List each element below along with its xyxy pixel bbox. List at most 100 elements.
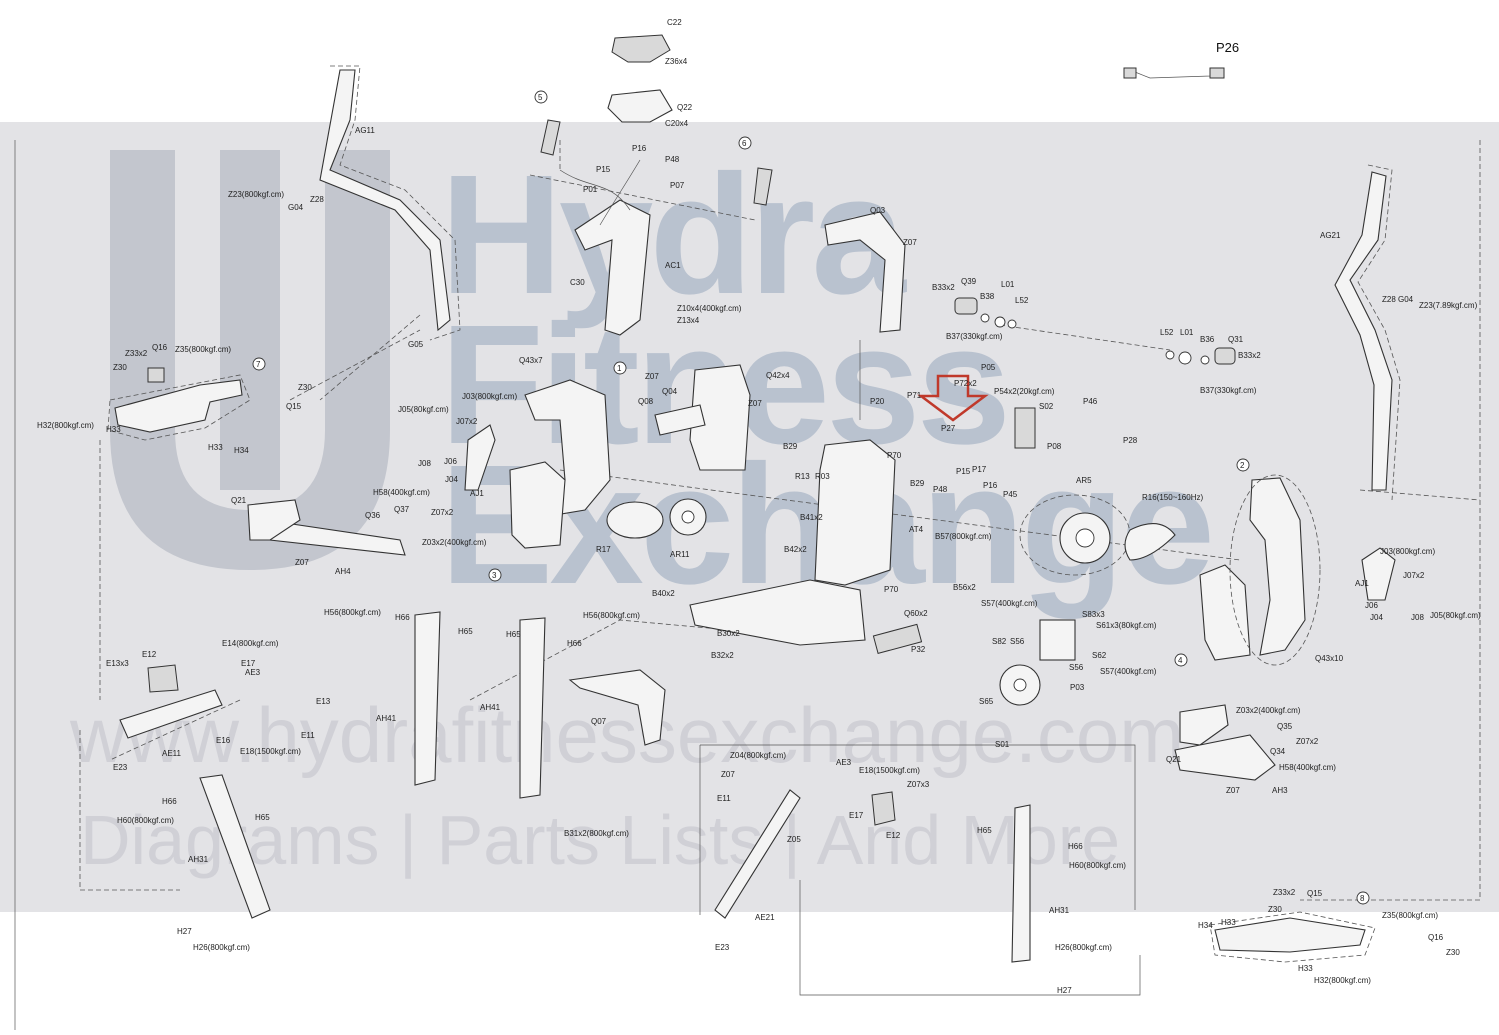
part-label: J03(800kgf.cm) (1380, 547, 1435, 556)
part-label: E12 (142, 650, 157, 659)
part-label: G04 (288, 203, 304, 212)
part-label: P32 (911, 645, 926, 654)
part-label: H32(800kgf.cm) (1314, 976, 1371, 985)
part-label: P15 (956, 467, 971, 476)
part-label: E14(800kgf.cm) (222, 639, 279, 648)
part-label: P27 (941, 424, 956, 433)
part-label: Q43x10 (1315, 654, 1344, 663)
callout-4: 4 (1178, 656, 1183, 665)
lower-arm-ah31-right (1011, 804, 1031, 963)
part-label: AH3 (1272, 786, 1288, 795)
part-label: Z07 (1226, 786, 1240, 795)
part-label: R13 (795, 472, 810, 481)
lower-arm-ah31-left (199, 774, 271, 919)
part-label: C20x4 (665, 119, 689, 128)
part-label: Q16 (1428, 933, 1444, 942)
part-label: Q22 (677, 103, 693, 112)
part-label: P45 (1003, 490, 1018, 499)
part-label: P17 (972, 465, 987, 474)
part-label: AR5 (1076, 476, 1092, 485)
cap-e12-right (871, 791, 896, 826)
callout-2: 2 (1240, 461, 1245, 470)
part-label: H33 (1298, 964, 1313, 973)
part-label: Z28 (1382, 295, 1396, 304)
part-label: P26 (1216, 40, 1239, 55)
cap-e12-left (147, 664, 179, 693)
part-label: P48 (933, 485, 948, 494)
part-label: AJ1 (470, 489, 484, 498)
part-label: E13 (316, 697, 331, 706)
part-label: J07x2 (1403, 571, 1425, 580)
part-label: H65 (458, 627, 473, 636)
part-label: AH41 (376, 714, 397, 723)
part-label: S02 (1039, 402, 1054, 411)
part-label: G04 (1398, 295, 1414, 304)
part-label: Q60x2 (904, 609, 928, 618)
part-label: Z03x2(400kgf.cm) (1236, 706, 1301, 715)
part-label: H56(800kgf.cm) (583, 611, 640, 620)
pedal-left (114, 379, 243, 433)
part-label: H60(800kgf.cm) (1069, 861, 1126, 870)
part-label: S56 (1069, 663, 1084, 672)
part-label: H65 (506, 630, 521, 639)
callout-6: 6 (742, 139, 747, 148)
rear-cover-q07 (568, 669, 666, 746)
part-label: P48 (665, 155, 680, 164)
part-label: S56 (1010, 637, 1025, 646)
part-label: Q35 (1277, 722, 1293, 731)
part-label: J06 (1365, 601, 1378, 610)
part-label: B29 (783, 442, 798, 451)
part-label: Q04 (662, 387, 678, 396)
part-label: L01 (1180, 328, 1194, 337)
part-label: P03 (1070, 683, 1085, 692)
part-label: Z07 (295, 558, 309, 567)
console-cover-c22 (611, 34, 671, 63)
part-label: S61x3(80kgf.cm) (1096, 621, 1157, 630)
drive-belt-r17 (606, 501, 664, 539)
console-frame-q22 (607, 89, 673, 123)
part-label: Q31 (1228, 335, 1244, 344)
part-label: Z07x2 (1296, 737, 1319, 746)
tension-knob-left (954, 297, 978, 315)
part-label: H33 (208, 443, 223, 452)
part-label: S57(400kgf.cm) (981, 599, 1038, 608)
part-label: Z30 (1268, 905, 1282, 914)
part-label: J07x2 (456, 417, 478, 426)
part-label: H27 (177, 927, 192, 936)
part-label: Q08 (638, 397, 654, 406)
lower-arm-ah41-left (414, 611, 441, 786)
part-label: J06 (444, 457, 457, 466)
part-label: B57(800kgf.cm) (935, 532, 992, 541)
part-label: P20 (870, 397, 885, 406)
part-label: E17 (849, 811, 864, 820)
part-label: AH41 (480, 703, 501, 712)
handlebar-ag21 (1334, 171, 1393, 491)
part-label: S65 (979, 697, 994, 706)
part-label: P28 (1123, 436, 1138, 445)
part-label: P70 (887, 451, 902, 460)
part-label: S83x3 (1082, 610, 1105, 619)
part-label: AT4 (909, 525, 924, 534)
part-label: H66 (162, 797, 177, 806)
part-label: Z10x4(400kgf.cm) (677, 304, 742, 313)
arm-ae21 (714, 789, 801, 919)
belt-r16 (1124, 523, 1176, 561)
part-label: Q36 (365, 511, 381, 520)
watermark-url: www.hydrafitnessexchange.com (70, 691, 1185, 779)
part-label: E18(1500kgf.cm) (240, 747, 301, 756)
part-label: AH4 (335, 567, 351, 576)
part-label: Z30 (298, 383, 312, 392)
part-label: Z35(800kgf.cm) (175, 345, 231, 354)
assembly-lines (14, 140, 1481, 1030)
cover-q08 (654, 404, 706, 436)
part-label: Q42x4 (766, 371, 790, 380)
part-label: S01 (995, 740, 1010, 749)
part-label: Z07 (903, 238, 917, 247)
part-label: B37(330kgf.cm) (1200, 386, 1257, 395)
callout-3: 3 (492, 571, 497, 580)
part-label: C30 (570, 278, 585, 287)
part-label: L01 (1001, 280, 1015, 289)
part-label: P07 (670, 181, 685, 190)
